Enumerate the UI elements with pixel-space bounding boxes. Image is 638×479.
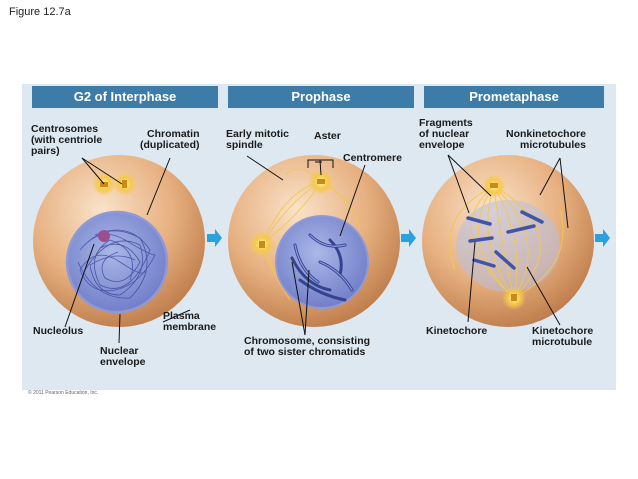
label-aster: Aster <box>314 130 341 142</box>
label-centromere: Centromere <box>343 152 402 164</box>
header-g2-interphase: G2 of Interphase <box>32 86 218 108</box>
label-nucleolus: Nucleolus <box>33 325 84 337</box>
label-early-mitotic-spindle: Early mitotic spindle <box>226 128 290 151</box>
label-nuclear-envelope: Nuclear envelope <box>100 345 146 368</box>
arrow-icon <box>401 229 416 247</box>
label-nonkinetochore-microtubules: Nonkinetochore microtubules <box>506 128 586 151</box>
arrow-icon <box>207 229 222 247</box>
leader-lines <box>64 154 569 344</box>
label-kinetochore: Kinetochore <box>426 325 488 337</box>
label-plasma-membrane: Plasma membrane <box>163 310 217 333</box>
cell-prometaphase <box>422 155 594 327</box>
figure-label: Figure 12.7a <box>9 6 71 18</box>
arrow-icon <box>595 229 610 247</box>
label-fragments-of-nuclear-envelope: Fragments of nuclear envelope <box>419 117 473 151</box>
nucleolus-icon <box>98 230 110 242</box>
cell-prophase <box>228 155 400 327</box>
copyright-notice: © 2011 Pearson Education, Inc. <box>28 390 99 396</box>
label-centrosomes: Centrosomes (with centriole pairs) <box>31 123 103 157</box>
header-prophase: Prophase <box>228 86 414 108</box>
label-kinetochore-microtubule: Kinetochore microtubule <box>532 325 594 348</box>
label-chromatin: Chromatin (duplicated) <box>140 128 200 151</box>
cell-g2 <box>33 155 205 327</box>
label-chromosome: Chromosome, consisting of two sister chr… <box>244 335 371 358</box>
header-prometaphase: Prometaphase <box>424 86 604 108</box>
